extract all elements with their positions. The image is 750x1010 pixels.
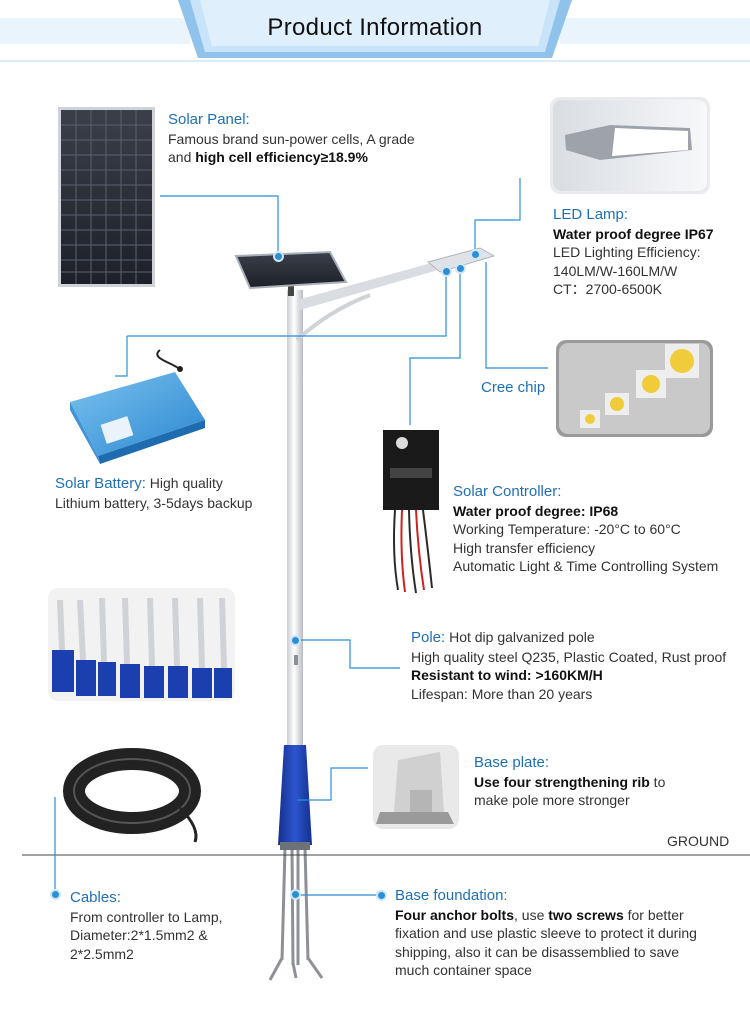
battery-line2: Lithium battery, 3-5days backup bbox=[55, 494, 253, 511]
foundation-screws: two screws bbox=[548, 906, 624, 923]
solar-panel-line2-text: and bbox=[168, 149, 196, 165]
battery-heading: Solar Battery: bbox=[55, 475, 146, 492]
controller-temperature: Working Temperature: -20°C to 60°C bbox=[453, 521, 681, 537]
pole-wind-label: Resistant to wind: bbox=[411, 667, 532, 683]
cables-marker bbox=[50, 889, 61, 900]
base-plate-line2: make pole more stronger bbox=[474, 792, 630, 808]
solar-panel-line1: Famous brand sun-power cells, A grade bbox=[168, 130, 415, 147]
foundation-bolts: Four anchor bolts bbox=[395, 906, 514, 923]
base-plate-line1-rest: to bbox=[649, 773, 666, 790]
cables-heading: Cables: bbox=[70, 889, 121, 906]
led-lamp-efficiency-value: 140LM/W-160LM/W bbox=[553, 262, 678, 279]
solar-panel-photo bbox=[58, 107, 155, 287]
base-plate-info: Base plate: Use four strengthening rib t… bbox=[474, 754, 665, 810]
solar-panel-info: Solar Panel: Famous brand sun-power cell… bbox=[168, 111, 415, 167]
pole-marker bbox=[290, 635, 301, 646]
foundation-info: Base foundation: Four anchor bolts, use … bbox=[395, 887, 697, 980]
battery-marker bbox=[441, 266, 452, 277]
cree-chip-photo bbox=[556, 340, 713, 437]
foundation-marker bbox=[290, 889, 301, 900]
foundation-use: , use bbox=[514, 906, 549, 923]
pole-heading: Pole: bbox=[411, 629, 446, 646]
cables-line2: Diameter:2*1.5mm2 & bbox=[70, 927, 208, 943]
led-lamp-photo bbox=[550, 97, 710, 194]
page-title: Product Information bbox=[267, 14, 483, 41]
base-plate-rib: Use four strengthening rib bbox=[474, 773, 650, 790]
led-lamp-marker bbox=[470, 249, 481, 260]
cree-chip-info: Cree chip bbox=[481, 379, 545, 398]
solar-panel-marker bbox=[273, 251, 284, 262]
led-lamp-heading: LED Lamp: bbox=[553, 206, 629, 223]
controller-efficiency: High transfer efficiency bbox=[453, 539, 596, 556]
controller-info: Solar Controller: Water proof degree: IP… bbox=[453, 483, 718, 576]
cables-info: Cables: From controller to Lamp, Diamete… bbox=[70, 889, 223, 963]
controller-heading: Solar Controller: bbox=[453, 483, 562, 500]
foundation-line2: fixation and use plastic sleeve to prote… bbox=[395, 925, 697, 941]
battery-line1: High quality bbox=[145, 475, 223, 491]
led-lamp-info: LED Lamp: Water proof degree IP67 LED Li… bbox=[553, 206, 714, 299]
battery-info: Solar Battery: High quality Lithium batt… bbox=[55, 474, 252, 512]
base-plate-heading: Base plate: bbox=[474, 754, 550, 771]
led-lamp-ct: CT：2700-6500K bbox=[553, 281, 662, 297]
controller-marker bbox=[455, 263, 466, 274]
foundation-line1-rest: for better bbox=[623, 906, 684, 923]
pole-lifespan: Lifespan: More than 20 years bbox=[411, 685, 593, 702]
foundation-label-marker bbox=[376, 890, 387, 901]
foundation-line4: much container space bbox=[395, 962, 532, 978]
base-plate-photo bbox=[373, 745, 459, 829]
pole-body bbox=[234, 247, 496, 981]
title-banner bbox=[0, 0, 750, 62]
pole-line1: Hot dip galvanized pole bbox=[445, 629, 595, 645]
foundation-line3: shipping, also it can be disassemblied t… bbox=[395, 943, 680, 960]
led-lamp-waterproof: Water proof degree IP67 bbox=[553, 225, 714, 242]
controller-automatic: Automatic Light & Time Controlling Syste… bbox=[453, 558, 719, 574]
solar-panel-heading: Solar Panel: bbox=[168, 111, 250, 128]
ground-info: GROUND bbox=[667, 832, 729, 851]
controller-photo bbox=[383, 430, 439, 594]
cables-line1: From controller to Lamp, bbox=[70, 908, 223, 925]
led-lamp-efficiency-label: LED Lighting Efficiency: bbox=[553, 244, 701, 260]
cable-coil-photo bbox=[63, 748, 201, 843]
ground-label: GROUND bbox=[667, 833, 730, 849]
controller-waterproof: Water proof degree: IP68 bbox=[453, 502, 619, 519]
battery-photo bbox=[70, 349, 205, 464]
pole-bundle-photo bbox=[48, 588, 235, 701]
solar-panel-efficiency: high cell efficiency≥18.9% bbox=[195, 149, 368, 165]
pole-wind-value: >160KM/H bbox=[531, 667, 603, 683]
cables-line3: 2*2.5mm2 bbox=[70, 945, 134, 962]
foundation-heading: Base foundation: bbox=[395, 887, 508, 904]
leader-lines bbox=[54, 178, 548, 896]
pole-line2: High quality steel Q235, Plastic Coated,… bbox=[411, 648, 727, 665]
cree-chip-label: Cree chip bbox=[481, 379, 546, 396]
pole-info: Pole: Hot dip galvanized pole High quali… bbox=[411, 628, 726, 703]
